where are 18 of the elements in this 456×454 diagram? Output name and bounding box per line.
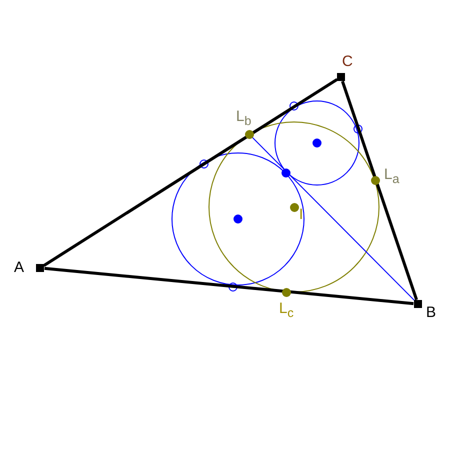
point-label: A: [14, 260, 24, 275]
line-segment: [252, 136, 416, 302]
triangle-side: [43, 78, 338, 267]
triangle-side: [341, 80, 418, 300]
point-marker: [244, 130, 254, 138]
vertex-marker: [414, 300, 422, 308]
triangle-side: [44, 266, 414, 306]
point-label: L$_{c}$: [279, 301, 294, 321]
point-label: I: [299, 207, 304, 222]
vertex-marker: [36, 264, 44, 272]
point-marker: [290, 202, 298, 212]
point-label: L$_{a}$: [384, 167, 400, 187]
vertex-marker: [337, 73, 345, 81]
point-marker: [370, 176, 380, 184]
point-marker: [282, 288, 290, 296]
point-label: C: [342, 54, 353, 69]
point-label: B: [426, 305, 436, 320]
point-label: L$_{b}$: [236, 109, 252, 129]
